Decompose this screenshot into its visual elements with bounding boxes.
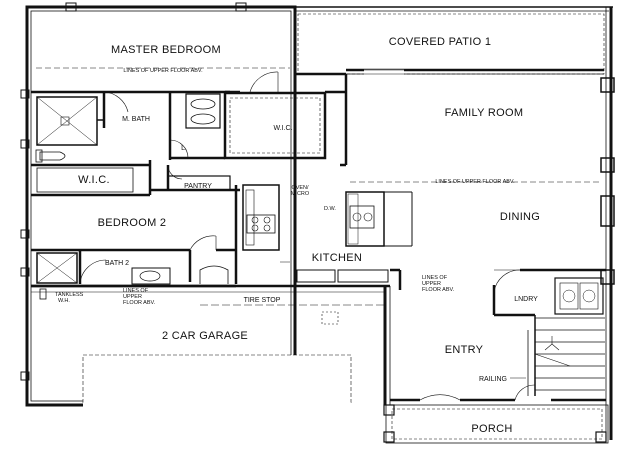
label-dining: DINING (500, 211, 540, 223)
label-garage: 2 CAR GARAGE (162, 330, 248, 342)
label-wic-2: W.I.C. (78, 174, 110, 186)
master-bedroom-walls (31, 11, 346, 94)
entry-laundry-stairs (390, 268, 606, 404)
bedroom2-bath2 (31, 185, 238, 288)
note-upper-floor-garage-3: FLOOR ABV. (123, 300, 156, 306)
master-bath-fixtures (31, 74, 348, 167)
kitchen-fixtures (242, 184, 413, 283)
note-upper-floor-entry-2: UPPER (422, 281, 441, 287)
label-wic-master: W.I.C. (273, 125, 292, 132)
label-family-room: FAMILY ROOM (445, 107, 524, 119)
note-upper-floor-family: LINES OF UPPER FLOOR ABV. (435, 179, 515, 185)
label-bath-2: BATH 2 (105, 260, 129, 267)
label-master-bedroom: MASTER BEDROOM (111, 44, 221, 56)
label-bedroom-2: BEDROOM 2 (98, 217, 167, 229)
wic-pantry-walls (31, 160, 240, 197)
note-upper-floor-garage-1: LINES OF (123, 288, 149, 294)
label-dw: D.W. (324, 206, 336, 212)
covered-patio-area (297, 13, 605, 75)
label-tankless-1: TANKLESS (55, 292, 84, 298)
label-l: L. (181, 145, 187, 152)
porch-area (383, 404, 609, 444)
label-oven-micro-1: OVEN/ (291, 185, 309, 191)
label-pantry: PANTRY (184, 183, 212, 190)
label-porch: PORCH (471, 423, 512, 435)
room-labels: MASTER BEDROOM COVERED PATIO 1 LINES OF … (55, 36, 540, 435)
note-upper-floor-master: LINES OF UPPER FLOOR ABV. (123, 68, 203, 74)
label-oven-micro-2: MICRO (291, 191, 310, 197)
note-upper-floor-entry-1: LINES OF (422, 275, 448, 281)
label-tire-stop: TIRE STOP (244, 297, 281, 304)
note-upper-floor-garage-2: UPPER (123, 294, 142, 300)
label-railing: RAILING (479, 376, 507, 383)
label-kitchen: KITCHEN (312, 252, 362, 264)
note-upper-floor-entry-3: FLOOR ABV. (422, 287, 455, 293)
garage-area (31, 284, 391, 408)
label-covered-patio: COVERED PATIO 1 (389, 36, 492, 48)
label-m-bath: M. BATH (122, 116, 150, 123)
label-laundry: LNDRY (514, 296, 538, 303)
label-tankless-2: W.H. (58, 298, 70, 304)
label-entry: ENTRY (445, 344, 484, 356)
